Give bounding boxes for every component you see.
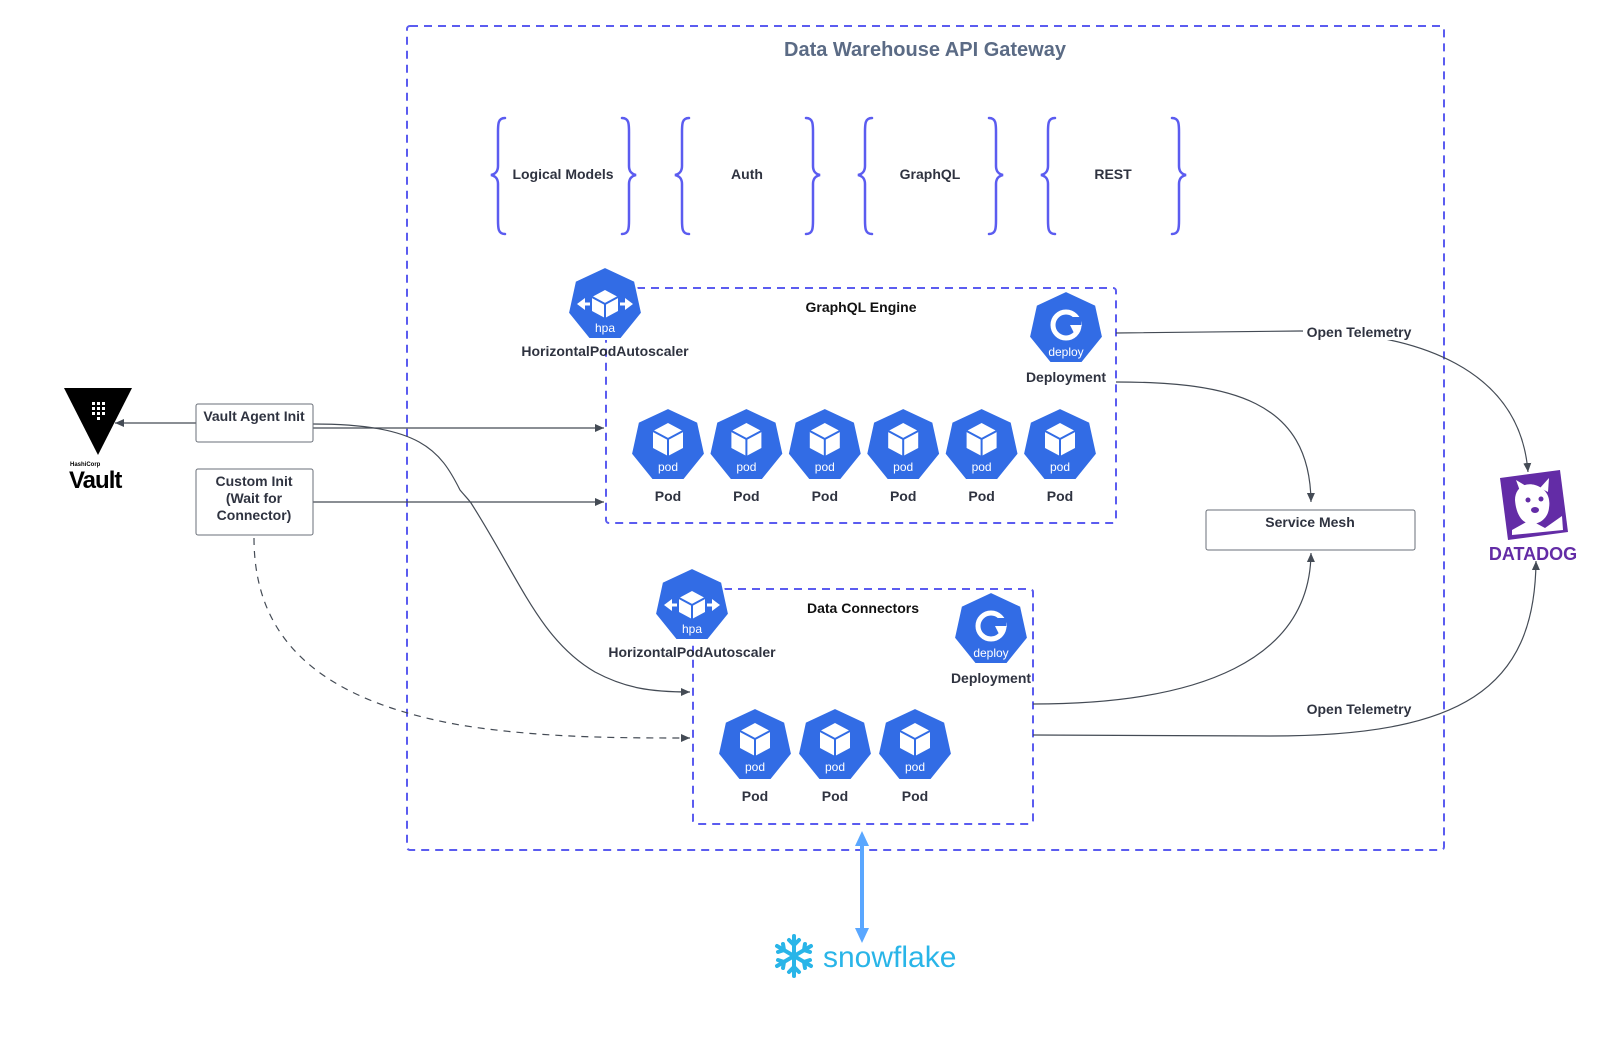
feature-auth: Auth: [674, 116, 821, 236]
pod-label: Pod: [968, 488, 994, 504]
snowflake-logo: snowflake: [775, 934, 956, 978]
hpa-label: HorizontalPodAutoscaler: [521, 343, 689, 359]
pod-icon: pod: [786, 407, 863, 481]
pod-icon: pod: [877, 707, 953, 781]
deploy-icon: deploy: [953, 591, 1029, 665]
data-connectors-title: Data Connectors: [807, 600, 919, 616]
connector-graphql-telemetry: [1115, 330, 1532, 473]
service-mesh-box: Service Mesh: [1205, 509, 1416, 551]
gateway-title: Data Warehouse API Gateway: [784, 39, 1067, 61]
pod-icon: pod: [717, 707, 793, 781]
vault-triangle-icon: [64, 388, 132, 455]
pod-label: Pod: [742, 788, 768, 804]
data-connectors-boundary: [692, 588, 1034, 825]
vault-logo: HashiCorp Vault: [64, 388, 132, 494]
pod-label: Pod: [890, 488, 916, 504]
vault-logo-small-text: HashiCorp: [70, 462, 101, 468]
deployment-label: Deployment: [1026, 369, 1106, 385]
data-connectors-deployment: deploy Deployment: [951, 591, 1031, 686]
datadog-logo: DATADOG: [1489, 470, 1577, 564]
snowflake-logo-text: snowflake: [823, 941, 956, 974]
custom-init-label-line1: Custom Init: [216, 473, 293, 489]
pod-icon-text: pod: [658, 460, 678, 474]
graphql-hpa: hpa HorizontalPodAutoscaler: [521, 266, 689, 359]
pod-label: Pod: [1047, 488, 1073, 504]
pod-icon-text: pod: [745, 760, 765, 774]
datadog-logo-text: DATADOG: [1489, 544, 1577, 564]
feature-label: Logical Models: [512, 166, 613, 182]
pod-icon: pod: [630, 407, 706, 481]
gateway-boundary: [406, 25, 1445, 851]
vault-agent-init-box: Vault Agent Init: [195, 403, 314, 443]
vault-agent-init-label: Vault Agent Init: [203, 408, 305, 424]
custom-init-label-line2: (Wait for: [226, 490, 283, 506]
feature-label: REST: [1094, 166, 1132, 182]
service-mesh-label: Service Mesh: [1265, 514, 1355, 530]
connector-vault-agent-to-data-connectors: [312, 423, 691, 696]
deploy-icon: deploy: [1028, 290, 1104, 364]
feature-graphql: GraphQL: [857, 116, 1004, 236]
connector-data-connectors-to-service-mesh: [1032, 552, 1315, 705]
pod-icon-text: pod: [825, 760, 845, 774]
pod-label: Pod: [812, 488, 838, 504]
pod-icon-text: pod: [972, 460, 992, 474]
hpa-icon: hpa: [567, 266, 643, 340]
connectors: [115, 330, 1540, 742]
pod-icon: pod: [865, 407, 942, 481]
deployment-label: Deployment: [951, 670, 1031, 686]
pod-icon-text: pod: [1050, 460, 1070, 474]
vault-logo-text: Vault: [69, 467, 122, 494]
connector-custom-init-to-data-connectors: [253, 537, 691, 742]
hpa-icon-text: hpa: [595, 321, 615, 335]
hpa-label: HorizontalPodAutoscaler: [608, 644, 776, 660]
graphql-engine-boundary: [605, 287, 1117, 524]
deploy-icon-text: deploy: [973, 646, 1008, 660]
snowflake-icon: [775, 934, 813, 978]
pod-icon-text: pod: [893, 460, 913, 474]
graphql-engine-title: GraphQL Engine: [806, 299, 917, 315]
connector-data-connectors-telemetry: [1032, 560, 1540, 737]
custom-init-label-line3: Connector): [217, 507, 292, 523]
pod-icon: pod: [943, 407, 1020, 481]
feature-logical-models: Logical Models: [490, 116, 637, 236]
graphql-deployment: deploy Deployment: [1026, 290, 1106, 385]
hpa-icon: hpa: [654, 567, 730, 641]
pod-label: Pod: [655, 488, 681, 504]
deploy-icon-text: deploy: [1048, 345, 1083, 359]
custom-init-box: Custom Init (Wait for Connector): [195, 468, 314, 536]
feature-label: GraphQL: [900, 166, 961, 182]
pod-icon-text: pod: [736, 460, 756, 474]
pod-icon: pod: [708, 407, 785, 481]
pod-icon: pod: [797, 707, 873, 781]
datadog-dog-icon: [1500, 470, 1568, 540]
hpa-icon-text: hpa: [682, 622, 702, 636]
pod-label: Pod: [733, 488, 759, 504]
open-telemetry-label-bottom: Open Telemetry: [1307, 701, 1412, 717]
pod-label: Pod: [822, 788, 848, 804]
data-connectors-hpa: hpa HorizontalPodAutoscaler: [608, 567, 776, 660]
pod-icon-text: pod: [905, 760, 925, 774]
feature-label: Auth: [731, 166, 763, 182]
feature-rest: REST: [1040, 116, 1187, 236]
open-telemetry-label-top: Open Telemetry: [1307, 324, 1412, 340]
pod-icon-text: pod: [815, 460, 835, 474]
connector-graphql-to-service-mesh: [1115, 381, 1315, 503]
pod-label: Pod: [902, 788, 928, 804]
pod-icon: pod: [1022, 407, 1098, 481]
